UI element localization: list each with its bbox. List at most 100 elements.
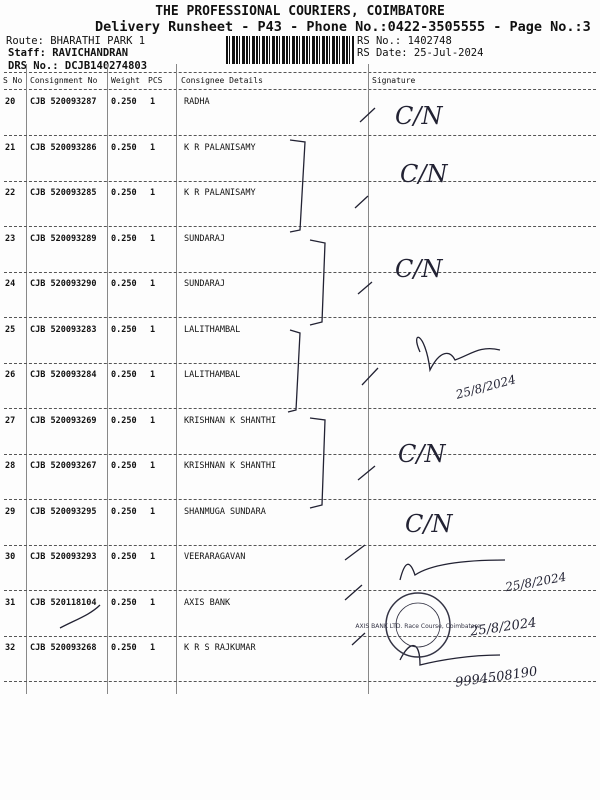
consignee-name: VEERARAGAVAN xyxy=(184,552,246,562)
weight: 0.250 xyxy=(111,188,137,198)
row-divider xyxy=(4,271,596,273)
weight: 0.250 xyxy=(111,461,137,471)
consignment-number: CJB 520093290 xyxy=(30,279,97,289)
cin-mark: C/N xyxy=(395,102,443,130)
row-divider xyxy=(4,453,596,455)
row-divider xyxy=(4,681,596,682)
row-divider xyxy=(4,590,596,591)
rs-number: RS No.: 1402748 xyxy=(357,35,452,47)
table-row: 27 CJB 520093269 0.250 1 KRISHNAN K SHANTHI xyxy=(0,416,600,461)
consignee-name: K R PALANISAMY xyxy=(184,142,256,153)
consignment-number: CJB 520118104 xyxy=(30,597,97,608)
consignment-number: CJB 520093295 xyxy=(30,506,97,517)
weight: 0.250 xyxy=(111,597,137,608)
table-row: 26 CJB 520093284 0.250 1 LALITHAMBAL xyxy=(0,370,600,415)
weight: 0.250 xyxy=(111,97,137,107)
table-row: 31 CJB 520118104 0.250 1 AXIS BANK xyxy=(0,598,600,643)
serial-number: 30 xyxy=(5,552,16,562)
consignee-name: LALITHAMBAL xyxy=(184,324,241,335)
row-divider xyxy=(4,226,596,227)
serial-number: 31 xyxy=(5,597,16,608)
serial-number: 25 xyxy=(5,324,16,335)
consignment-number: CJB 520093267 xyxy=(30,461,97,471)
serial-number: 23 xyxy=(5,233,16,244)
weight: 0.250 xyxy=(111,233,137,244)
row-divider xyxy=(4,362,596,364)
col-consignment: Consignment No xyxy=(30,76,98,85)
row-divider xyxy=(4,635,596,637)
serial-number: 27 xyxy=(5,415,16,426)
serial-number: 29 xyxy=(5,506,16,517)
pcs: 1 xyxy=(150,324,156,335)
row-divider xyxy=(4,135,596,136)
pcs: 1 xyxy=(150,506,156,517)
consignment-number: CJB 520093285 xyxy=(30,188,97,198)
weight: 0.250 xyxy=(111,643,137,653)
runsheet-subtitle: Delivery Runsheet - P43 - Phone No.:0422… xyxy=(95,19,591,35)
cin-mark: C/N xyxy=(395,255,443,283)
weight: 0.250 xyxy=(111,142,137,153)
consignment-number: CJB 520093287 xyxy=(30,97,97,107)
cin-mark: C/N xyxy=(400,160,448,188)
col-consignee: Consignee Details xyxy=(181,76,263,85)
pcs: 1 xyxy=(150,188,156,198)
consignment-number: CJB 520093284 xyxy=(30,370,97,380)
drs-number: DRS No.: DCJB140274803 xyxy=(8,60,148,72)
pcs: 1 xyxy=(150,279,156,289)
pcs: 1 xyxy=(150,643,156,653)
weight: 0.250 xyxy=(111,370,137,380)
route: Route: BHARATHI PARK 1 xyxy=(6,35,146,47)
row-divider xyxy=(4,408,596,409)
serial-number: 21 xyxy=(5,142,16,153)
serial-number: 24 xyxy=(5,279,16,289)
column-line xyxy=(26,64,27,694)
column-line xyxy=(176,64,177,694)
consignee-name: SHANMUGA SUNDARA xyxy=(184,506,266,517)
pcs: 1 xyxy=(150,552,156,562)
pcs: 1 xyxy=(150,597,156,608)
col-pcs: PCS xyxy=(148,76,163,85)
col-signature: Signature xyxy=(372,76,416,85)
cin-mark: C/N xyxy=(405,510,453,538)
consignee-name: SUNDARAJ xyxy=(184,279,225,289)
row-divider xyxy=(4,544,596,546)
staff: Staff: RAVICHANDRAN xyxy=(8,47,129,59)
rs-date: RS Date: 25-Jul-2024 xyxy=(357,47,484,59)
consignee-name: SUNDARAJ xyxy=(184,233,225,244)
weight: 0.250 xyxy=(111,279,137,289)
consignment-number: CJB 520093268 xyxy=(30,643,97,653)
pcs: 1 xyxy=(150,370,156,380)
table-row: 24 CJB 520093290 0.250 1 SUNDARAJ xyxy=(0,279,600,324)
serial-number: 20 xyxy=(5,97,16,107)
weight: 0.250 xyxy=(111,506,137,517)
serial-number: 26 xyxy=(5,370,16,380)
col-weight: Weight xyxy=(111,76,140,85)
serial-number: 32 xyxy=(5,643,16,653)
row-divider xyxy=(4,317,596,318)
serial-number: 22 xyxy=(5,188,16,198)
pcs: 1 xyxy=(150,415,156,426)
consignee-name: KRISHNAN K SHANTHI xyxy=(184,461,277,471)
consignment-number: CJB 520093269 xyxy=(30,415,97,426)
consignee-name: AXIS BANK xyxy=(184,597,231,608)
consignee-name: KRISHNAN K SHANTHI xyxy=(184,415,277,426)
pcs: 1 xyxy=(150,461,156,471)
company-title: THE PROFESSIONAL COURIERS, COIMBATORE xyxy=(155,4,445,19)
consignment-number: CJB 520093289 xyxy=(30,233,97,244)
barcode xyxy=(226,36,354,64)
weight: 0.250 xyxy=(111,415,137,426)
consignee-name: K R S RAJKUMAR xyxy=(184,643,256,653)
consignee-name: LALITHAMBAL xyxy=(184,370,241,380)
table-row: 32 CJB 520093268 0.250 1 K R S RAJKUMAR xyxy=(0,643,600,688)
divider xyxy=(4,72,596,73)
col-sno: S No xyxy=(3,76,23,85)
divider xyxy=(4,89,596,90)
